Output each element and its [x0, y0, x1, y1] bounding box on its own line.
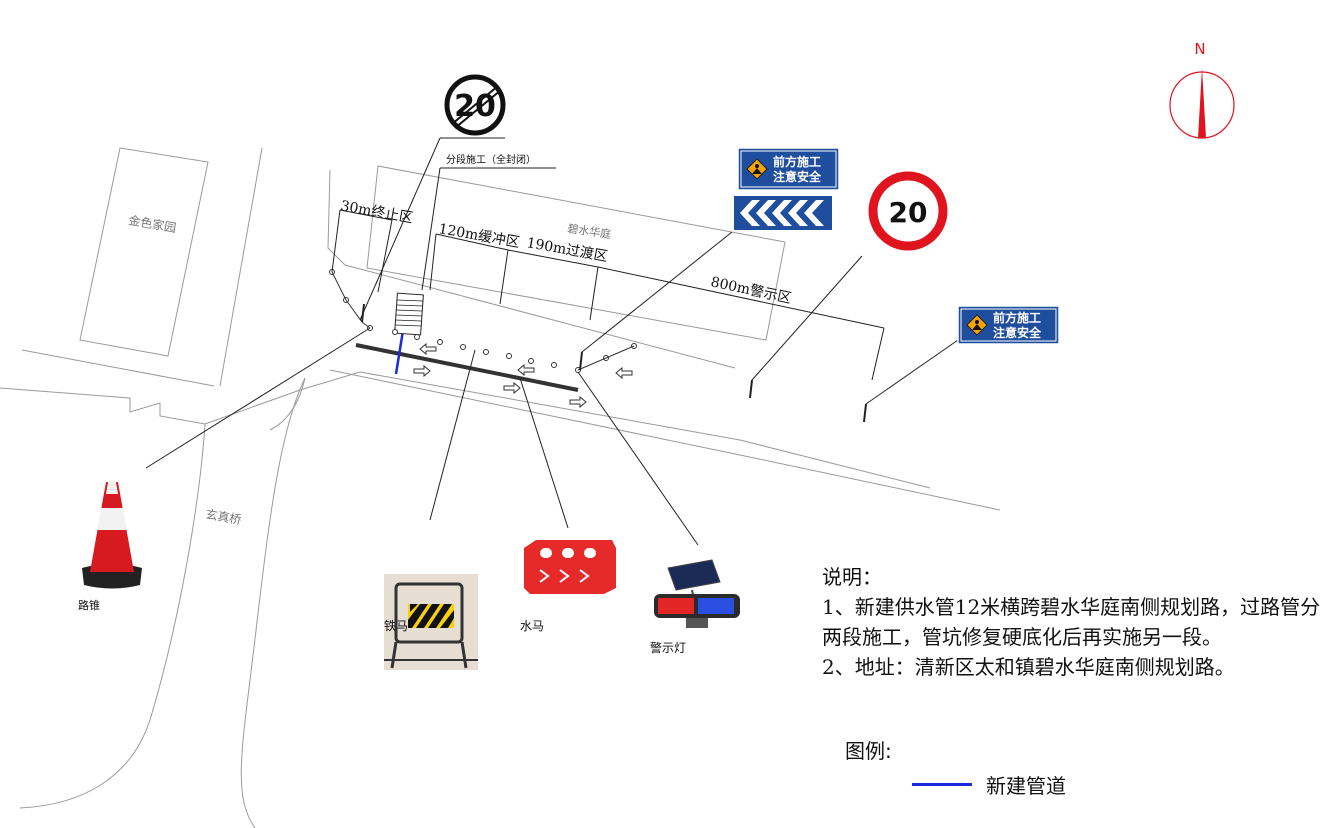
speed-limit-value: 20 — [889, 196, 928, 229]
section-construction-label: 分段施工（全封闭） — [446, 153, 536, 166]
notes-title: 说明： — [822, 565, 882, 589]
pipe-trench — [394, 292, 424, 336]
cone-taper-right — [577, 345, 635, 371]
chevron-left-icon — [740, 200, 760, 226]
road-edge-south — [329, 369, 1001, 511]
water-barrier — [524, 540, 616, 594]
bishui-garden-block — [366, 165, 786, 341]
end-zone-dim — [339, 209, 393, 221]
chevron-left-icon — [772, 200, 792, 226]
map-boundary-line — [219, 147, 263, 387]
note-item-2: 2、地址：清新区太和镇碧水华庭南侧规划路。 — [822, 655, 1235, 679]
compass-needle-icon — [1198, 68, 1206, 138]
work-zone — [329, 269, 637, 409]
note-item-1: 1、新建供水管12米横跨碧水华庭南侧规划路，过路管分两段施工，管坑修复硬底化后再… — [822, 595, 1321, 649]
warning-zone-dim — [597, 266, 885, 329]
arrow-east-icon — [569, 395, 587, 409]
water-barrier-line — [355, 343, 579, 392]
traffic-cone — [82, 482, 142, 589]
map-boundary-line — [21, 349, 215, 387]
iron-barrier-label: 铁马 — [384, 619, 408, 633]
arrow-west-icon — [517, 363, 535, 377]
bishui-garden-label: 碧水华庭 — [567, 221, 613, 241]
construction-line1: 前方施工 — [773, 154, 821, 169]
construction-line2: 注意安全 — [773, 169, 822, 184]
bridge-road-line — [19, 423, 206, 809]
end-zone-label: 30m终止区 — [339, 198, 414, 226]
warning-zone-label: 800m警示区 — [709, 274, 793, 307]
construction-ahead-sign: 前方施工 注意安全 — [737, 147, 840, 191]
chevron-left-icon — [756, 200, 776, 226]
arrow-east-icon — [503, 381, 521, 395]
buffer-zone-dim — [435, 233, 509, 251]
legend-item-new-pipe: 新建管道 — [912, 770, 1066, 799]
arrow-east-icon — [413, 364, 431, 378]
warning-light-label: 警示灯 — [650, 640, 686, 655]
xuanzhen-bridge-label: 玄真桥 — [204, 506, 242, 527]
construction-ahead-sign: 前方施工 注意安全 — [957, 305, 1060, 345]
notes-block: 说明： 1、新建供水管12米横跨碧水华庭南侧规划路，过路管分两段施工，管坑修复硬… — [822, 562, 1322, 682]
speed-limit-end-value: 20 — [454, 89, 496, 124]
chevron-direction-sign — [734, 196, 832, 230]
map-boundary-line — [327, 169, 736, 369]
road-edge-north — [0, 371, 931, 489]
north-label: N — [1194, 40, 1205, 58]
buffer-zone-label: 120m缓冲区 — [437, 221, 521, 251]
base-map — [0, 147, 1001, 828]
new-pipe-swatch — [912, 783, 972, 786]
solar-warning-light — [654, 559, 740, 628]
construction-line2: 注意安全 — [993, 325, 1042, 340]
iron-barrier — [384, 574, 478, 670]
bridge-road-line — [269, 377, 306, 431]
new-pipe-legend-label: 新建管道 — [986, 774, 1066, 798]
transition-zone-dim — [507, 249, 599, 268]
construction-line1: 前方施工 — [993, 310, 1041, 325]
trench-hatch — [394, 299, 424, 327]
golden-estate-building — [79, 147, 209, 357]
north-compass: N — [1169, 40, 1235, 139]
cone-taper-left — [331, 271, 371, 329]
traffic-arrows — [413, 342, 633, 409]
arrow-west-icon — [419, 342, 437, 356]
chevron-left-icon — [788, 200, 808, 226]
bridge-road-line — [240, 377, 306, 828]
golden-estate-label: 金色家园 — [127, 212, 177, 235]
zone-dimensions — [145, 137, 959, 546]
legend-title: 图例: — [845, 739, 892, 763]
chevron-left-icon — [804, 200, 824, 226]
cone-label: 路锥 — [78, 599, 100, 612]
speed-limit-end-sign: 20 — [444, 74, 506, 136]
arrow-west-icon — [615, 366, 633, 380]
water-barrier-label: 水马 — [520, 619, 544, 633]
speed-limit-sign: 20 — [868, 171, 948, 251]
